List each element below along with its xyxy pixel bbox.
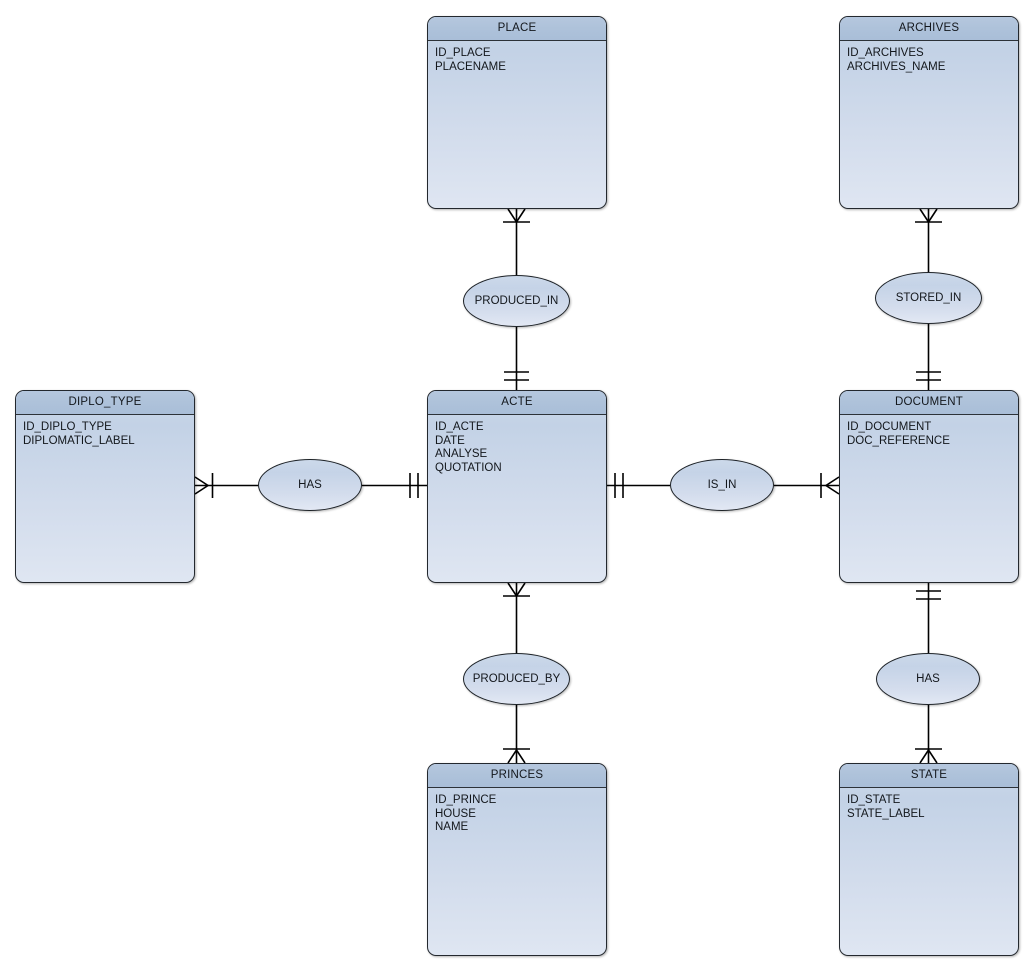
attribute: ARCHIVES_NAME [847, 60, 946, 73]
entity-document[interactable]: DOCUMENT ID_DOCUMENT DOC_REFERENCE [839, 390, 1019, 583]
attribute: ID_ACTE [435, 421, 484, 433]
attribute: ANALYSE [435, 448, 488, 461]
attribute: QUOTATION [435, 461, 502, 474]
entity-title-acte: ACTE [428, 391, 606, 415]
entity-attributes-state: ID_STATE STATE_LABEL [840, 788, 1018, 821]
relationship-produced-in[interactable]: PRODUCED_IN [463, 275, 570, 327]
entity-attributes-place: ID_PLACE PLACENAME [428, 41, 606, 74]
entity-place[interactable]: PLACE ID_PLACE PLACENAME [427, 16, 607, 209]
relationship-produced-by[interactable]: PRODUCED_BY [463, 653, 570, 705]
attribute: ID_STATE [847, 794, 901, 806]
entity-title-document: DOCUMENT [840, 391, 1018, 415]
entity-title-archives: ARCHIVES [840, 17, 1018, 41]
attribute: STATE_LABEL [847, 807, 925, 820]
entity-attributes-diplo-type: ID_DIPLO_TYPE DIPLOMATIC_LABEL [16, 415, 194, 448]
entity-princes[interactable]: PRINCES ID_PRINCE HOUSE NAME [427, 763, 607, 956]
entity-attributes-archives: ID_ARCHIVES ARCHIVES_NAME [840, 41, 1018, 74]
entity-attributes-princes: ID_PRINCE HOUSE NAME [428, 788, 606, 835]
attribute: ID_ARCHIVES [847, 47, 924, 59]
attribute: ID_DIPLO_TYPE [23, 421, 112, 433]
relationship-has-diplo-type[interactable]: HAS [258, 459, 362, 511]
attribute: DATE [435, 434, 465, 447]
attribute: HOUSE [435, 807, 476, 820]
attribute: ID_DOCUMENT [847, 421, 932, 433]
entity-attributes-acte: ID_ACTE DATE ANALYSE QUOTATION [428, 415, 606, 475]
entity-diplo-type[interactable]: DIPLO_TYPE ID_DIPLO_TYPE DIPLOMATIC_LABE… [15, 390, 195, 583]
attribute: DIPLOMATIC_LABEL [23, 434, 135, 447]
entity-state[interactable]: STATE ID_STATE STATE_LABEL [839, 763, 1019, 956]
relationship-is-in[interactable]: IS_IN [670, 459, 774, 511]
entity-archives[interactable]: ARCHIVES ID_ARCHIVES ARCHIVES_NAME [839, 16, 1019, 209]
relationship-stored-in[interactable]: STORED_IN [875, 272, 982, 324]
entity-attributes-document: ID_DOCUMENT DOC_REFERENCE [840, 415, 1018, 448]
attribute: PLACENAME [435, 60, 506, 73]
entity-title-princes: PRINCES [428, 764, 606, 788]
entity-title-place: PLACE [428, 17, 606, 41]
entity-title-diplo-type: DIPLO_TYPE [16, 391, 194, 415]
attribute: NAME [435, 821, 469, 834]
attribute: ID_PRINCE [435, 794, 497, 806]
attribute: ID_PLACE [435, 47, 491, 59]
attribute: DOC_REFERENCE [847, 434, 950, 447]
entity-acte[interactable]: ACTE ID_ACTE DATE ANALYSE QUOTATION [427, 390, 607, 583]
entity-title-state: STATE [840, 764, 1018, 788]
relationship-has-state[interactable]: HAS [876, 653, 980, 705]
